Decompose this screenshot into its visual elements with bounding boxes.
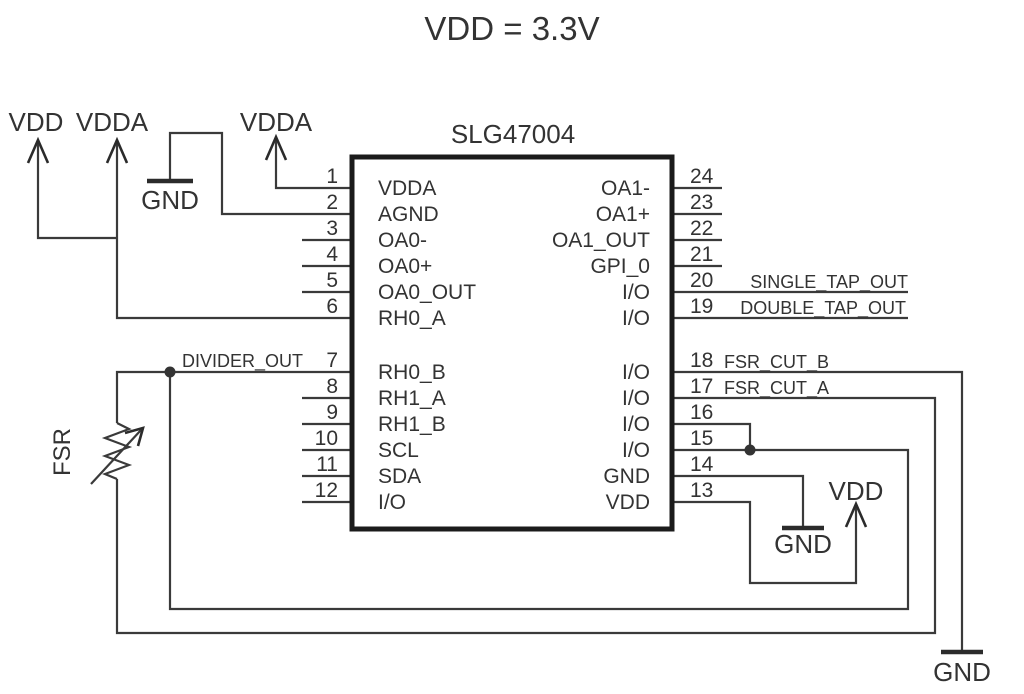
pin-3-number: 3 xyxy=(326,217,338,240)
pin-5-label: OA0_OUT xyxy=(378,281,476,304)
wire-fsrbottom-to-pin17 xyxy=(115,396,937,635)
pin-8-number: 8 xyxy=(326,375,338,398)
pin-16-number: 16 xyxy=(690,401,713,424)
pin-4-label: OA0+ xyxy=(378,255,432,278)
pin-3-label: OA0- xyxy=(378,229,427,252)
pin-20-number: 20 xyxy=(690,269,713,292)
pin-14-number: 14 xyxy=(690,453,714,476)
pin-10-number: 10 xyxy=(315,427,338,450)
vdd-topleft-arrow-icon xyxy=(26,136,50,164)
vdda-pin1-arrow-icon xyxy=(264,133,288,161)
wires xyxy=(26,131,983,655)
page-title: VDD = 3.3V xyxy=(424,10,599,47)
pin-23-number: 23 xyxy=(690,191,713,214)
net-label-single-tap-out: SINGLE_TAP_OUT xyxy=(750,272,908,293)
wire-pin18-to-gnd xyxy=(672,370,964,651)
pin-24-number: 24 xyxy=(690,165,714,188)
pin-23-label: OA1+ xyxy=(596,203,650,226)
pin-11-label: SDA xyxy=(378,465,421,488)
wire-divider-branch-to-pin15 xyxy=(168,372,910,611)
pin-21-label: GPI_0 xyxy=(590,255,650,278)
pin-9-label: RH1_B xyxy=(378,413,446,436)
pin-7-number: 7 xyxy=(326,349,338,372)
junction-pin15-pin16 xyxy=(744,444,756,456)
chip-name: SLG47004 xyxy=(451,119,575,149)
pin-13-label: VDD xyxy=(606,491,650,514)
net-label-fsr-cut-b: FSR_CUT_B xyxy=(724,352,829,373)
pin-22-label: OA1_OUT xyxy=(552,229,650,252)
pin-18-label: I/O xyxy=(622,361,650,384)
left-pin-numbers: 1 2 3 4 5 6 7 8 9 10 11 12 xyxy=(315,165,339,502)
wire-gndtop-to-pin2 xyxy=(168,131,352,216)
pin-17-label: I/O xyxy=(622,387,650,410)
pin-10-label: SCL xyxy=(378,439,419,462)
pin-7-label: RH0_B xyxy=(378,361,446,384)
pin-1-label: VDDA xyxy=(378,177,436,200)
power-labels: VDD VDDA VDDA GND GND VDD GND xyxy=(9,107,991,687)
pin-4-number: 4 xyxy=(326,243,338,266)
net-label-divider-out: DIVIDER_OUT xyxy=(182,351,303,372)
pin-13-number: 13 xyxy=(690,479,713,502)
fsr-resistor-zigzag xyxy=(101,422,133,481)
wire-pin13-to-vdd xyxy=(672,500,858,585)
wire-pin14-to-gnd xyxy=(672,474,805,527)
wire-vdda-topleft-to-pin6 xyxy=(115,142,352,320)
pin-19-label: I/O xyxy=(622,307,650,330)
wire-pin16-branch xyxy=(672,422,752,450)
pin-18-number: 18 xyxy=(690,349,713,372)
gnd-pin14-label: GND xyxy=(774,529,832,559)
pin-2-number: 2 xyxy=(326,191,338,214)
net-label-double-tap-out: DOUBLE_TAP_OUT xyxy=(740,298,906,319)
fsr-component-label: FSR xyxy=(49,428,76,476)
pin-5-number: 5 xyxy=(326,269,338,292)
vdd-bottom-arrow-icon xyxy=(844,500,868,528)
pin-16-label: I/O xyxy=(622,413,650,436)
fsr-arrow-shaft xyxy=(90,429,142,485)
pin-19-number: 19 xyxy=(690,295,713,318)
pin-14-label: GND xyxy=(603,465,650,488)
left-pin-labels: VDDA AGND OA0- OA0+ OA0_OUT RH0_A RH0_B … xyxy=(378,177,476,514)
right-pin-numbers: 24 23 22 21 20 19 18 17 16 15 14 13 xyxy=(690,165,714,502)
pin-15-number: 15 xyxy=(690,427,713,450)
pin-9-number: 9 xyxy=(326,401,338,424)
vdd-top-left-label: VDD xyxy=(9,107,64,137)
net-label-fsr-cut-a: FSR_CUT_A xyxy=(724,378,829,399)
vdda-top-left-label: VDDA xyxy=(76,107,149,137)
wire-vdda-to-pin1 xyxy=(274,139,352,190)
fsr-arrow-head-icon xyxy=(124,426,145,447)
pin-17-number: 17 xyxy=(690,375,713,398)
gnd-bottom-right-label: GND xyxy=(933,657,991,687)
pin-8-label: RH1_A xyxy=(378,387,446,410)
pin-6-label: RH0_A xyxy=(378,307,446,330)
pin-12-number: 12 xyxy=(315,479,338,502)
chip-body xyxy=(349,154,675,532)
pin-6-number: 6 xyxy=(326,295,338,318)
junction-divider-out xyxy=(164,366,176,378)
vdda-topleft-arrow-icon xyxy=(105,136,129,164)
vdda-pin1-label: VDDA xyxy=(240,107,313,137)
pin-11-number: 11 xyxy=(316,453,338,476)
gnd-top-label: GND xyxy=(141,185,199,215)
wire-vdd-topleft-rail xyxy=(36,142,117,240)
pin-15-label: I/O xyxy=(622,439,650,462)
vdd-pin13-label: VDD xyxy=(829,476,884,506)
pin-12-label: I/O xyxy=(378,491,406,514)
pin-2-label: AGND xyxy=(378,203,439,226)
pin-21-number: 21 xyxy=(690,243,713,266)
right-pin-labels: OA1- OA1+ OA1_OUT GPI_0 I/O I/O I/O I/O … xyxy=(552,177,650,514)
pin-1-number: 1 xyxy=(326,165,338,188)
pin-24-label: OA1- xyxy=(601,177,650,200)
net-labels: DIVIDER_OUT SINGLE_TAP_OUT DOUBLE_TAP_OU… xyxy=(182,272,908,399)
pin-22-number: 22 xyxy=(690,217,713,240)
wire-pin7-dividerout xyxy=(115,370,352,423)
pin-20-label: I/O xyxy=(622,281,650,304)
